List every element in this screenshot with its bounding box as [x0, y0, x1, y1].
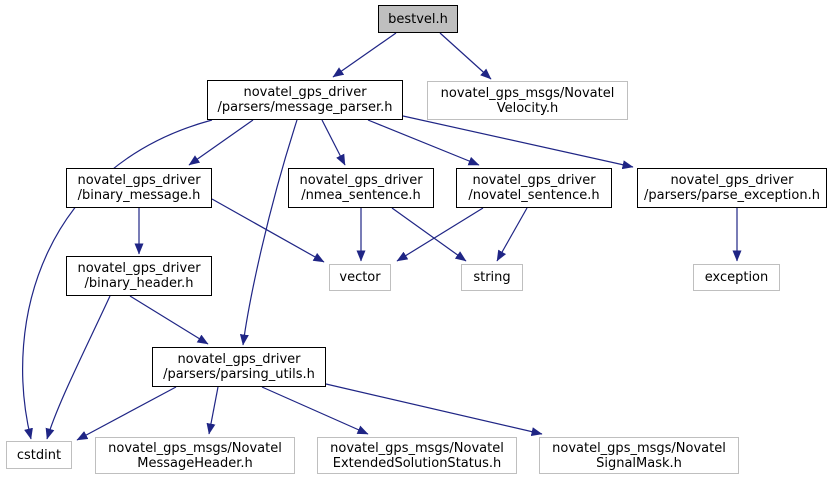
edge-bestvel-to-message-parser — [332, 32, 397, 78]
edge-message-parser-to-binary-message — [188, 119, 254, 166]
node-message-parser[interactable]: novatel_gps_driver /parsers/message_pars… — [207, 80, 403, 120]
edge-message-parser-to-nmea-sentence — [321, 119, 346, 166]
edge-message-parser-to-novatel-sentence — [367, 119, 480, 166]
node-novatel-velocity: novatel_gps_msgs/Novatel Velocity.h — [427, 81, 628, 120]
edge-novatel-sentence-to-vector — [396, 207, 484, 262]
node-exception: exception — [693, 264, 780, 291]
node-bestvel: bestvel.h — [378, 5, 458, 33]
edge-parsing-utils-to-novatel-extended-solution-status — [261, 386, 369, 435]
edge-parsing-utils-to-cstdint — [76, 386, 177, 441]
edge-nmea-sentence-to-string — [391, 207, 467, 262]
node-string: string — [461, 264, 523, 291]
node-novatel-message-header: novatel_gps_msgs/Novatel MessageHeader.h — [95, 437, 295, 474]
edge-bestvel-to-novatel-velocity — [439, 32, 492, 80]
edge-novatel-sentence-to-string — [496, 207, 528, 262]
edge-binary-header-to-cstdint — [45, 295, 111, 440]
edge-binary-message-to-vector — [211, 198, 325, 263]
edge-message-parser-to-parse-exception — [402, 115, 634, 170]
node-novatel-signal-mask: novatel_gps_msgs/Novatel SignalMask.h — [539, 437, 739, 474]
edge-message-parser-to-cstdint — [22, 119, 213, 440]
edge-parsing-utils-to-novatel-signal-mask — [325, 383, 543, 437]
node-parsing-utils[interactable]: novatel_gps_driver /parsers/parsing_util… — [152, 347, 326, 387]
node-binary-message[interactable]: novatel_gps_driver /binary_message.h — [66, 168, 212, 208]
node-binary-header[interactable]: novatel_gps_driver /binary_header.h — [66, 256, 212, 296]
edge-parsing-utils-to-novatel-message-header — [206, 386, 219, 435]
node-novatel-sentence[interactable]: novatel_gps_driver /novatel_sentence.h — [456, 168, 612, 208]
node-parse-exception[interactable]: novatel_gps_driver /parsers/parse_except… — [637, 168, 827, 208]
node-nmea-sentence[interactable]: novatel_gps_driver /nmea_sentence.h — [288, 168, 434, 208]
node-cstdint: cstdint — [6, 441, 72, 469]
node-novatel-extended-solution-status: novatel_gps_msgs/Novatel ExtendedSolutio… — [317, 437, 517, 474]
node-vector: vector — [329, 264, 391, 291]
edge-message-parser-to-parsing-utils — [239, 119, 298, 346]
edge-binary-header-to-parsing-utils — [129, 295, 209, 345]
